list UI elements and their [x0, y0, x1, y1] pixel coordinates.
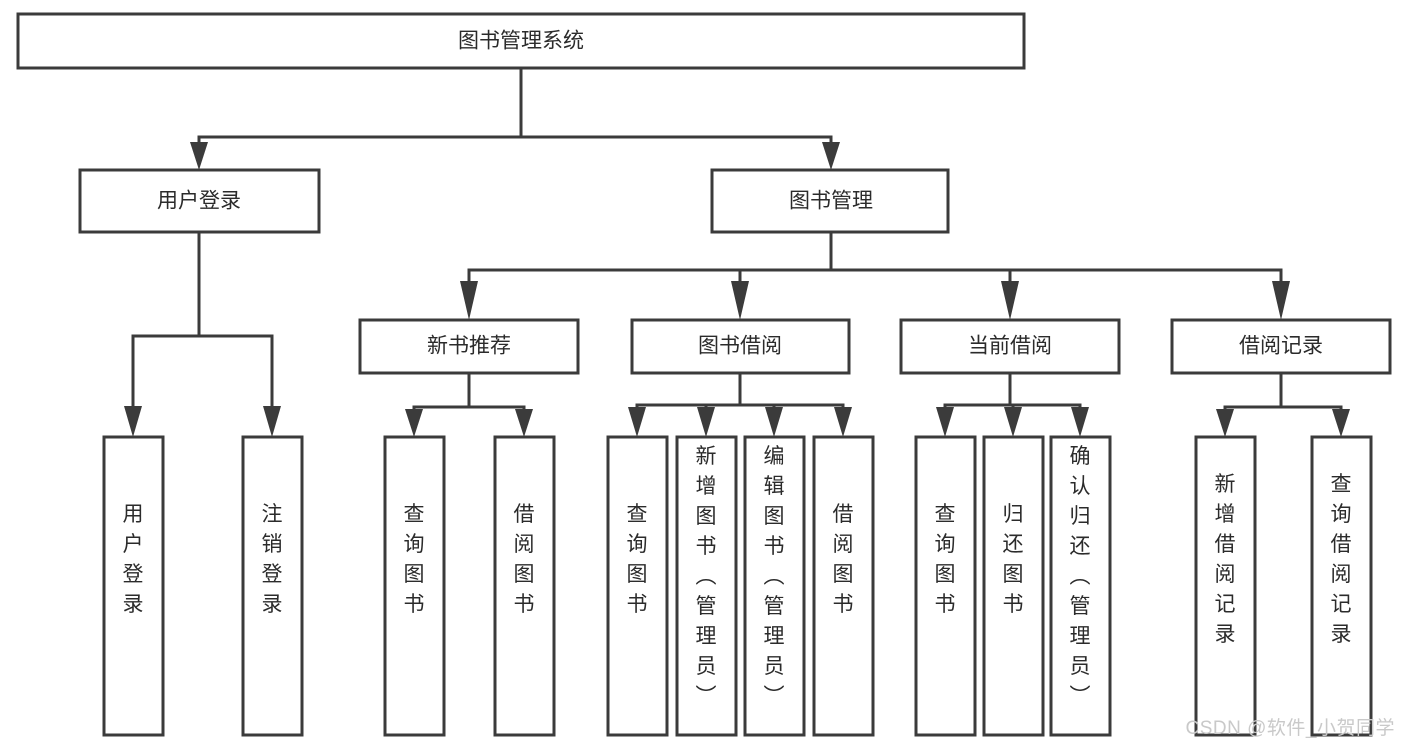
node-leaf-add-book-box[interactable] — [675, 435, 738, 737]
node-leaf-query-book-2-box[interactable] — [606, 435, 669, 737]
node-book-manage-label: 图书管理 — [789, 190, 873, 213]
node-book-borrow[interactable]: 图书借阅 — [630, 318, 851, 375]
connectors-book-manage-to-level2 — [460, 230, 1290, 320]
connectors-borrow-record-to-leaves — [1216, 371, 1350, 437]
arrowhead-leaf-borrow-book-1 — [515, 409, 533, 437]
arrowhead-user-login — [190, 142, 208, 170]
node-leaf-query-record-label: 查询借阅记录 — [1331, 473, 1352, 646]
node-current-borrow[interactable]: 当前借阅 — [899, 318, 1121, 375]
node-leaf-add-record-box[interactable] — [1194, 435, 1257, 737]
node-leaf-logout-login[interactable]: 注销登录 — [241, 435, 304, 737]
arrowhead-leaf-query-book-3 — [936, 407, 954, 437]
arrowhead-leaf-borrow-book-2 — [834, 407, 852, 437]
node-leaf-confirm-return[interactable]: 确认归还︵管理员︶ — [1049, 435, 1112, 737]
connectors-book-borrow-to-leaves — [628, 371, 852, 437]
arrowhead-leaf-query-book-1 — [405, 409, 423, 437]
arrowhead-leaf-add-record — [1216, 409, 1234, 437]
node-leaf-query-book-3-box[interactable] — [914, 435, 977, 737]
node-leaf-edit-book[interactable]: 编辑图书︵管理员︶ — [743, 435, 806, 737]
node-user-login-box[interactable] — [78, 168, 321, 234]
arrowhead-leaf-return-book — [1004, 407, 1022, 437]
connectors-root-to-level1 — [190, 66, 840, 170]
node-book-borrow-label: 图书借阅 — [698, 335, 782, 358]
node-user-login[interactable]: 用户登录 — [78, 168, 321, 234]
node-borrow-record[interactable]: 借阅记录 — [1170, 318, 1392, 375]
node-leaf-borrow-book-1-box[interactable] — [493, 435, 556, 737]
arrowhead-leaf-confirm-return — [1071, 407, 1089, 437]
node-leaf-query-book-2[interactable]: 查询图书 — [606, 435, 669, 737]
node-leaf-add-record[interactable]: 新增借阅记录 — [1194, 435, 1257, 737]
node-leaf-user-login[interactable]: 用户登录 — [102, 435, 165, 737]
node-leaf-borrow-book-2-box[interactable] — [812, 435, 875, 737]
connectors-new-book-recommend-to-leaves — [405, 371, 533, 437]
node-new-book-recommend[interactable]: 新书推荐 — [358, 318, 580, 375]
arrowhead-borrow-record — [1272, 281, 1290, 320]
node-leaf-query-book-1[interactable]: 查询图书 — [383, 435, 446, 737]
node-leaf-borrow-book-1-label: 借阅图书 — [514, 503, 535, 616]
node-borrow-record-box[interactable] — [1170, 318, 1392, 375]
node-book-manage-box[interactable] — [710, 168, 950, 234]
csdn-watermark: CSDN @软件_小贺同学 — [1185, 718, 1395, 739]
node-book-manage[interactable]: 图书管理 — [710, 168, 950, 234]
connectors-current-borrow-to-leaves — [936, 371, 1089, 437]
arrowhead-leaf-query-record — [1332, 409, 1350, 437]
node-leaf-query-book-1-label: 查询图书 — [404, 503, 425, 616]
node-leaf-user-login-label: 用户登录 — [123, 503, 144, 616]
node-leaf-logout-login-box[interactable] — [241, 435, 304, 737]
node-leaf-edit-book-label: 编辑图书︵管理员︶ — [764, 445, 785, 708]
node-user-login-label: 用户登录 — [157, 190, 241, 213]
node-leaf-confirm-return-label: 确认归还︵管理员︶ — [1070, 445, 1091, 708]
node-leaf-borrow-book-2[interactable]: 借阅图书 — [812, 435, 875, 737]
node-borrow-record-label: 借阅记录 — [1239, 335, 1323, 358]
connectors-user-login-to-leaves — [124, 230, 281, 437]
arrowhead-current-borrow — [1001, 281, 1019, 320]
node-leaf-query-book-1-box[interactable] — [383, 435, 446, 737]
node-root[interactable]: 图书管理系统 — [16, 12, 1026, 70]
arrowhead-leaf-logout-login — [263, 406, 281, 437]
node-current-borrow-box[interactable] — [899, 318, 1121, 375]
node-root-box[interactable] — [16, 12, 1026, 70]
node-leaf-query-book-3[interactable]: 查询图书 — [914, 435, 977, 737]
node-leaf-return-book-box[interactable] — [982, 435, 1045, 737]
arrowhead-new-book-recommend — [460, 281, 478, 320]
node-leaf-query-book-2-label: 查询图书 — [627, 503, 648, 616]
node-leaf-return-book-label: 归还图书 — [1003, 503, 1024, 616]
node-leaf-query-record[interactable]: 查询借阅记录 — [1310, 435, 1373, 737]
arrowhead-leaf-query-book-2 — [628, 407, 646, 437]
arrowhead-leaf-edit-book — [765, 407, 783, 437]
arrowhead-book-manage — [822, 142, 840, 170]
node-leaf-add-record-label: 新增借阅记录 — [1215, 473, 1236, 646]
node-leaf-user-login-box[interactable] — [102, 435, 165, 737]
arrowhead-leaf-user-login — [124, 406, 142, 437]
node-root-label: 图书管理系统 — [458, 30, 584, 53]
node-leaf-return-book[interactable]: 归还图书 — [982, 435, 1045, 737]
node-leaf-borrow-book-1[interactable]: 借阅图书 — [493, 435, 556, 737]
node-book-borrow-box[interactable] — [630, 318, 851, 375]
arrowhead-book-borrow — [731, 281, 749, 320]
node-current-borrow-label: 当前借阅 — [968, 335, 1052, 358]
node-leaf-query-book-3-label: 查询图书 — [935, 503, 956, 616]
arrowhead-leaf-add-book — [697, 407, 715, 437]
node-leaf-confirm-return-box[interactable] — [1049, 435, 1112, 737]
node-leaf-edit-book-box[interactable] — [743, 435, 806, 737]
node-leaf-add-book[interactable]: 新增图书︵管理员︶ — [675, 435, 738, 737]
node-new-book-recommend-box[interactable] — [358, 318, 580, 375]
node-new-book-recommend-label: 新书推荐 — [427, 335, 511, 358]
node-leaf-logout-login-label: 注销登录 — [262, 503, 283, 616]
node-leaf-borrow-book-2-label: 借阅图书 — [833, 503, 854, 616]
node-leaf-add-book-label: 新增图书︵管理员︶ — [696, 445, 717, 708]
node-leaf-query-record-box[interactable] — [1310, 435, 1373, 737]
